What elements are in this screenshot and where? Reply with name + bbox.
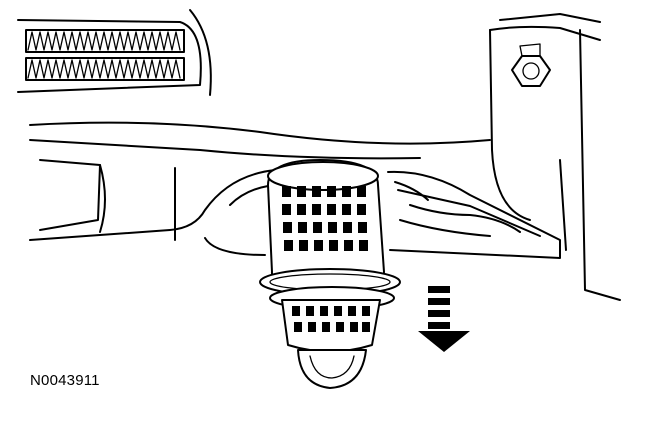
figure-id-label: N0043911 — [30, 372, 100, 389]
cooler-core — [17, 9, 212, 96]
oil-pan-housing — [29, 121, 561, 259]
arrow-down-icon — [418, 286, 470, 352]
oil-filter-element — [259, 159, 401, 389]
mounting-bracket — [489, 13, 621, 301]
bolt-icon — [511, 43, 551, 87]
filter-mesh — [282, 186, 368, 251]
